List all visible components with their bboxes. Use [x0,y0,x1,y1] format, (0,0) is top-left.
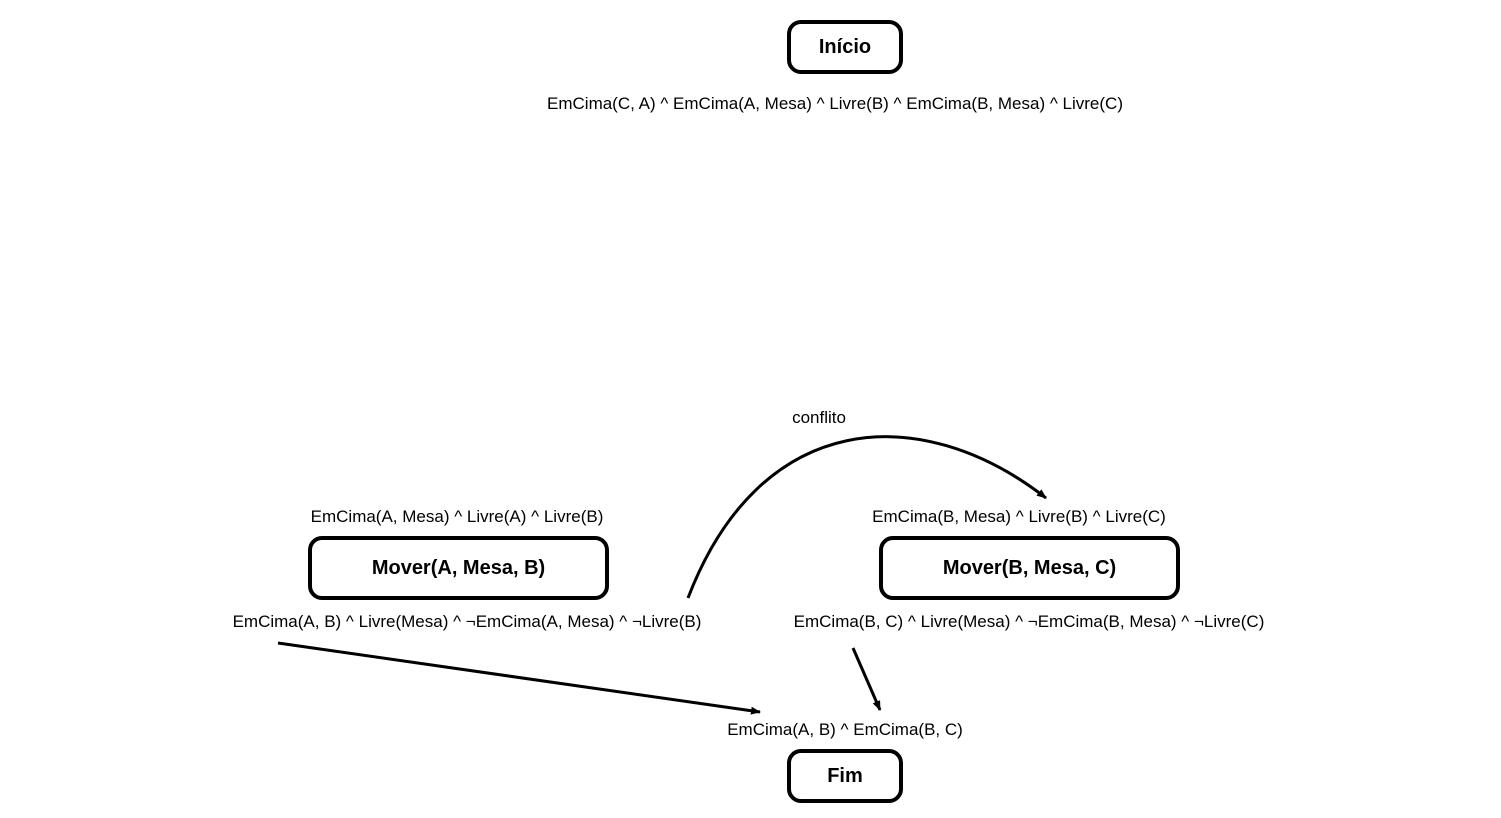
action1-preconditions: EmCima(A, Mesa) ^ Livre(A) ^ Livre(B) [310,507,604,526]
action2-preconditions: EmCima(B, Mesa) ^ Livre(B) ^ Livre(C) [872,507,1166,526]
conflict-arrow [686,435,1047,599]
action2-node-label: Mover(B, Mesa, C) [942,556,1117,579]
action2-edge-label-conflict: conflito [792,408,846,427]
end-node: Fim [787,749,903,803]
start-node: Início [787,20,903,74]
action1-node-label: Mover(A, Mesa, B) [371,556,546,579]
end-node-label: Fim [827,764,863,787]
action1-effects: EmCima(A, B) ^ Livre(Mesa) ^ ¬EmCima(A, … [232,612,702,631]
action1-to-end-arrow [277,641,761,715]
action2-effects: EmCima(B, C) ^ Livre(Mesa) ^ ¬EmCima(B, … [793,612,1265,631]
end-preconditions: EmCima(A, B) ^ EmCima(B, C) [727,720,963,739]
action2-to-end-arrow [851,647,882,711]
start-effects: EmCima(C, A) ^ EmCima(A, Mesa) ^ Livre(B… [547,94,1123,113]
start-node-label: Início [818,35,872,58]
action1-node: Mover(A, Mesa, B) [308,536,609,600]
action2-node: Mover(B, Mesa, C) [879,536,1180,600]
